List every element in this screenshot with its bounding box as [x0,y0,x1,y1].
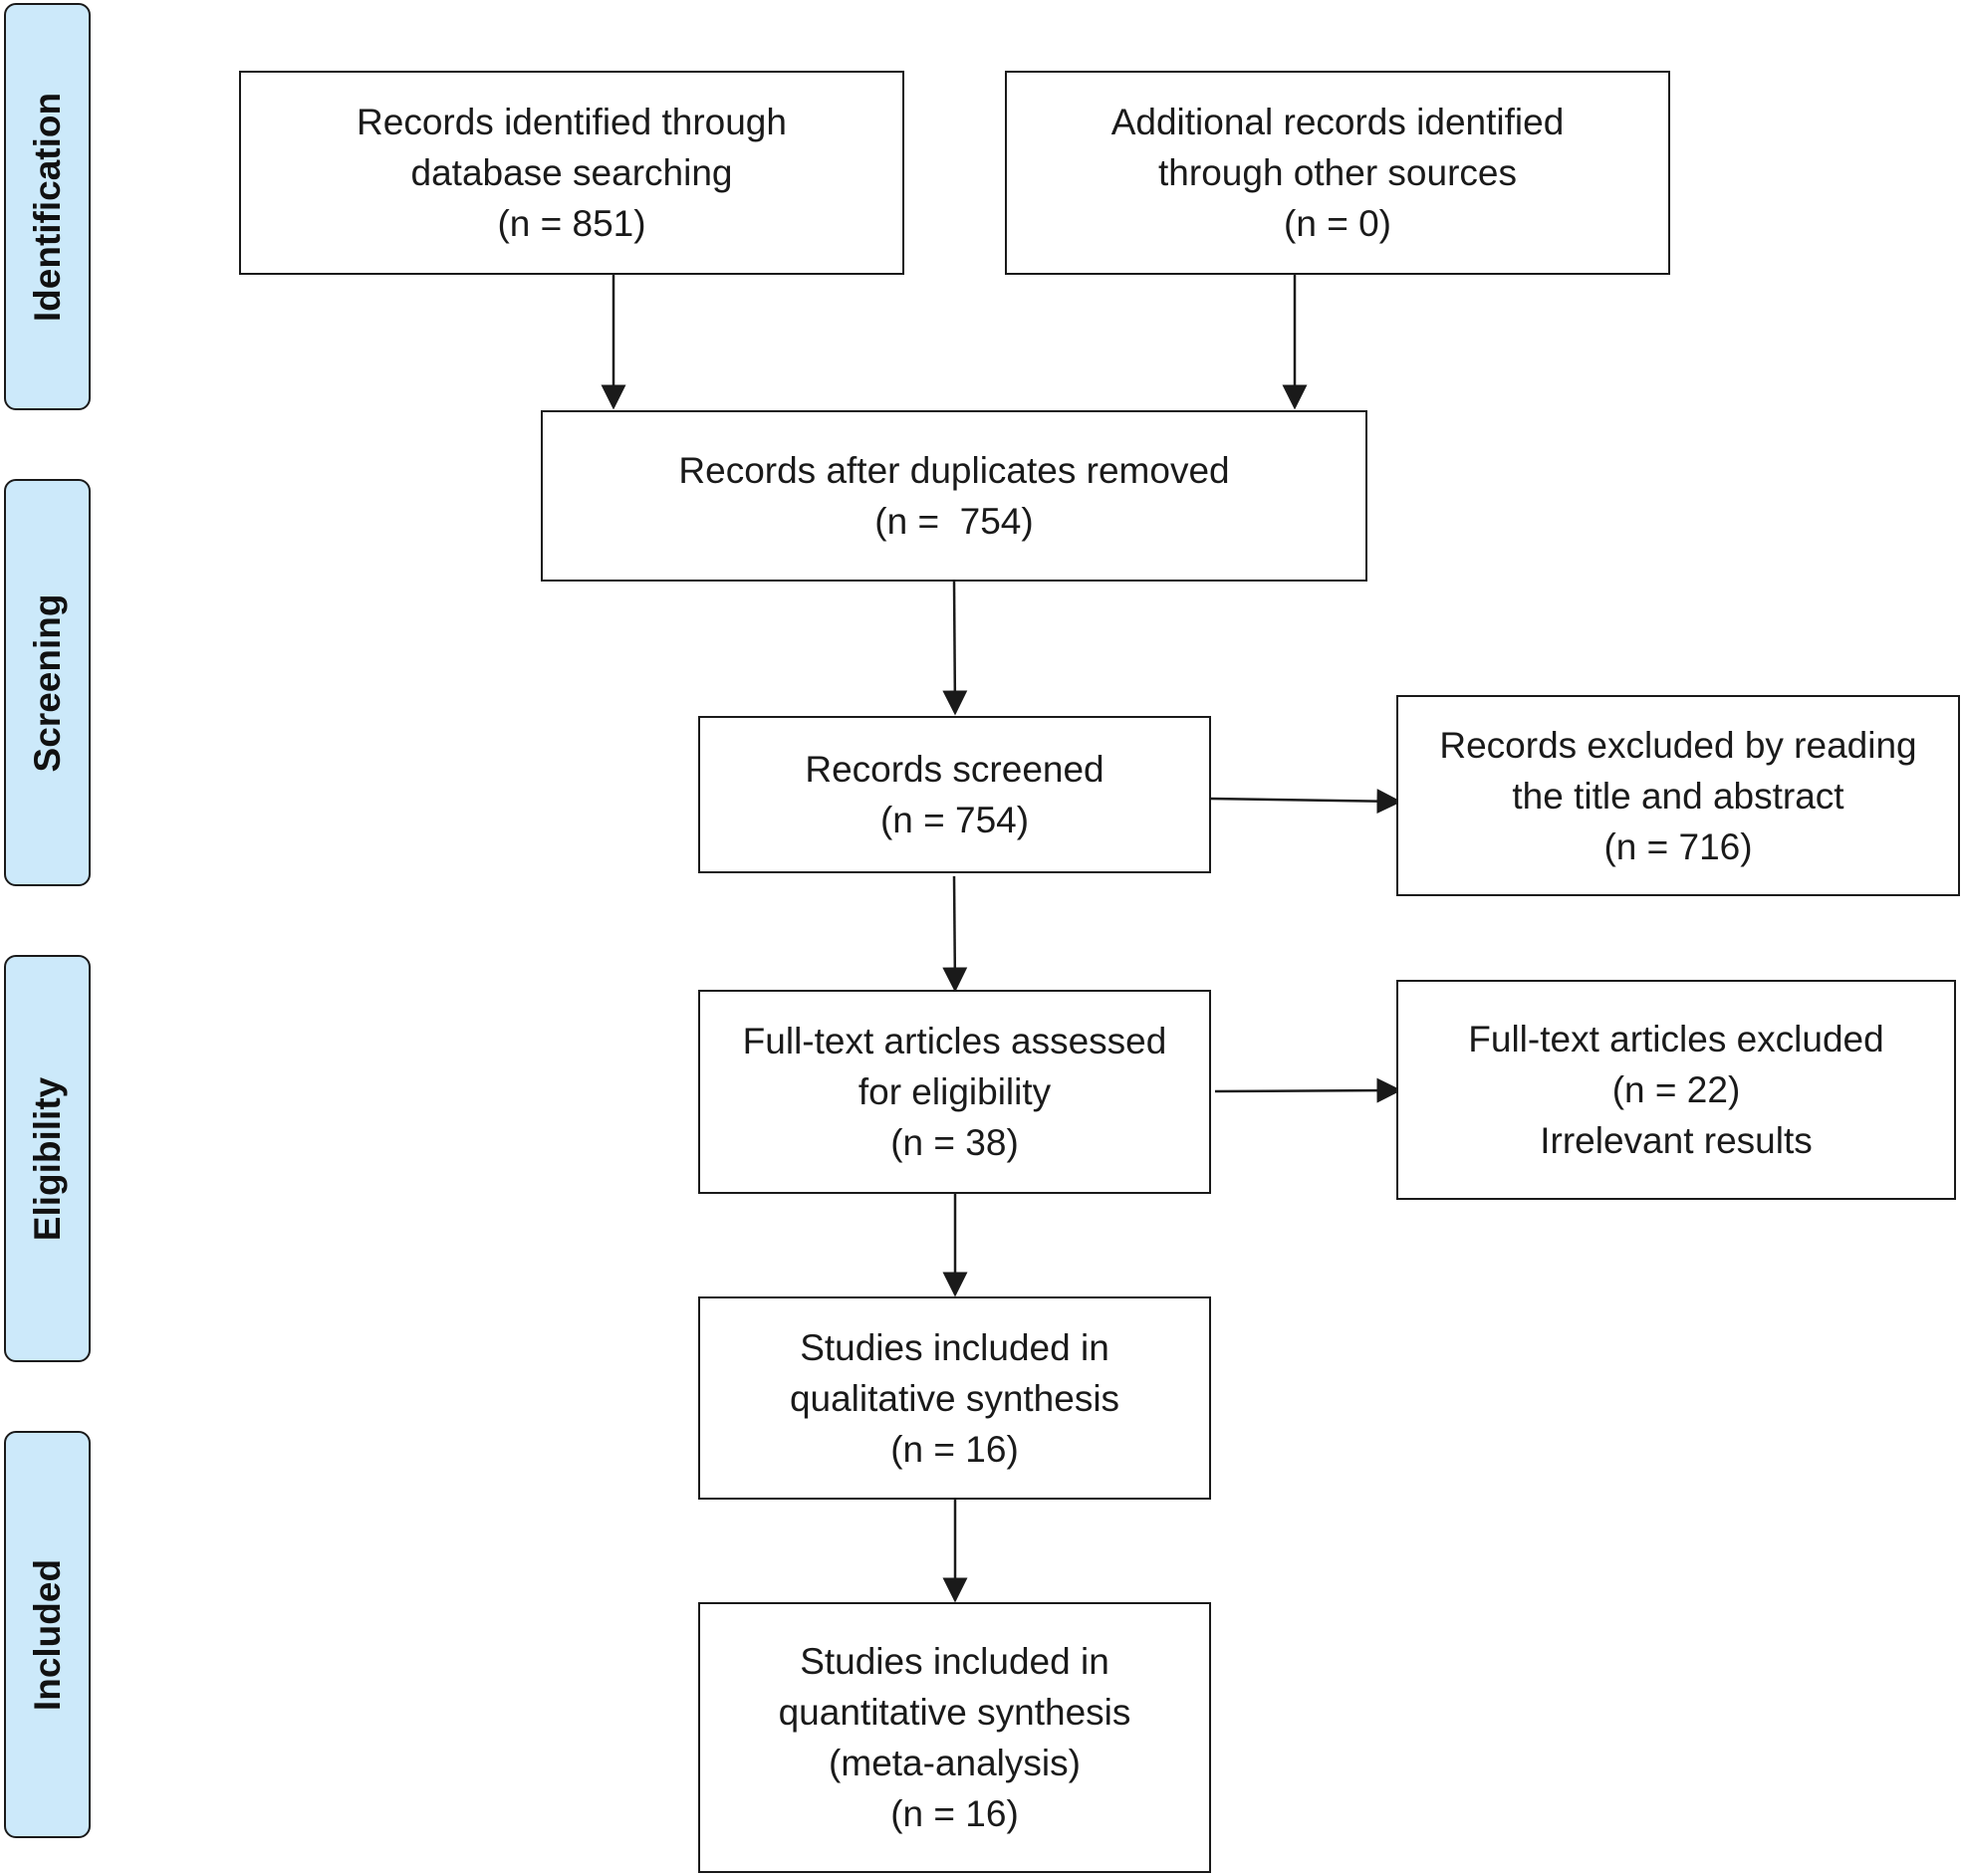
box-full-text-excluded: Full-text articles excluded (n = 22) Irr… [1396,980,1956,1200]
box-records-screened: Records screened (n = 754) [698,716,1211,873]
box-full-text-assessed: Full-text articles assessed for eligibil… [698,990,1211,1194]
box-records-other-sources: Additional records identified through ot… [1005,71,1670,275]
box-records-excluded-title-abstract: Records excluded by reading the title an… [1396,695,1960,896]
box-records-database: Records identified through database sear… [239,71,904,275]
arrow-screened-to-fulltext [942,875,968,993]
box-duplicates-removed: Records after duplicates removed (n = 75… [541,410,1367,582]
box-quantitative-synthesis: Studies included in quantitative synthes… [698,1602,1211,1873]
arrow-duplicates-to-screened [942,581,968,716]
phase-identification: Identification [4,3,91,410]
box-qualitative-synthesis: Studies included in qualitative synthesi… [698,1296,1211,1500]
phase-included: Included [4,1431,91,1838]
phase-eligibility: Eligibility [4,955,91,1362]
arrow-fulltext-to-excluded [1214,1077,1402,1103]
phase-screening: Screening [4,479,91,886]
arrow-screened-to-excluded [1209,789,1402,815]
